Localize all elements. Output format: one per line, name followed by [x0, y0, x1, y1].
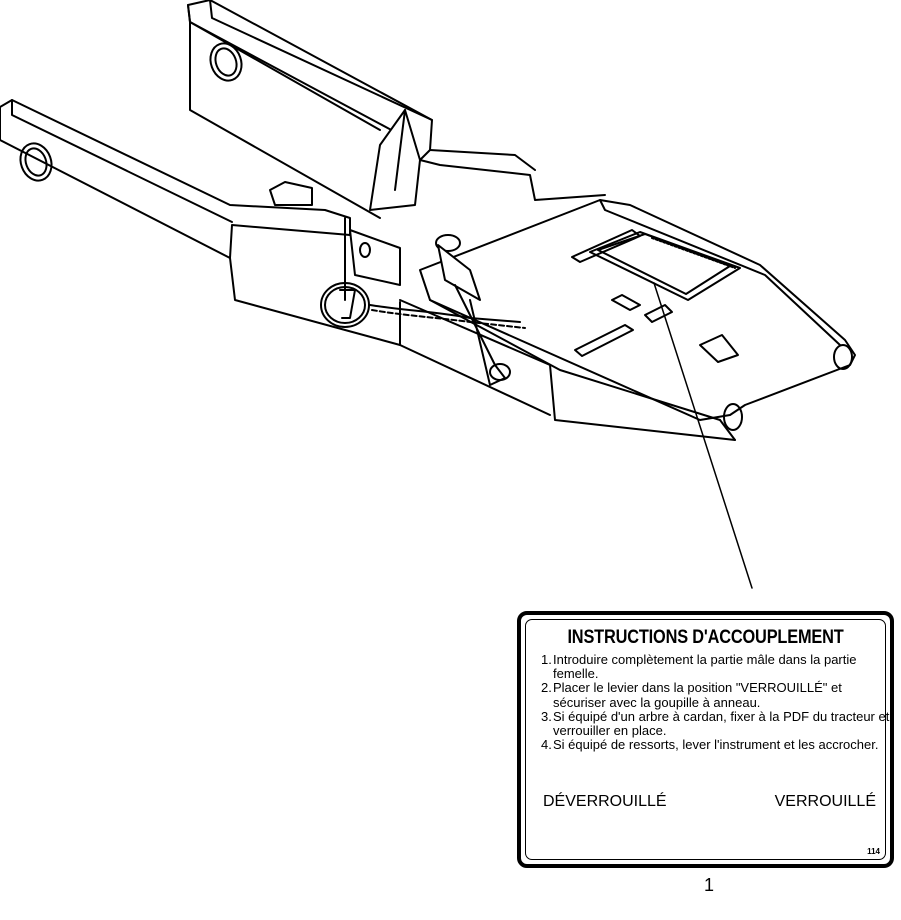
- callout-number: 1: [704, 875, 715, 895]
- decal-step-text: Si équipé de ressorts, lever l'instrumen…: [553, 737, 879, 753]
- decal-step: 2.Placer le levier dans la position "VER…: [541, 680, 842, 710]
- unlocked-label: DÉVERROUILLÉ: [543, 793, 667, 810]
- decal-step-text: Introduire complètement la partie mâle d…: [553, 652, 857, 682]
- rear-arm-hole: [209, 42, 243, 82]
- decal-code: 114: [867, 847, 880, 856]
- decal-step-text: Placer le levier dans la position "VERRO…: [553, 680, 842, 710]
- decal-inner-border: [525, 619, 886, 860]
- front-arm: [0, 99, 401, 346]
- decal-step: 4.Si équipé de ressorts, lever l'instrum…: [541, 737, 879, 753]
- front-arm-hole: [19, 142, 53, 182]
- ring-pin-chain: [320, 282, 526, 329]
- locked-label: VERROUILLÉ: [774, 793, 876, 810]
- tongue-plate: [399, 199, 856, 441]
- decal-step: 1.Introduire complètement la partie mâle…: [541, 652, 857, 682]
- coupling-instructions-decal: INSTRUCTIONS D'ACCOUPLEMENT 1.Introduire…: [517, 611, 894, 868]
- decal-title: INSTRUCTIONS D'ACCOUPLEMENT: [567, 627, 844, 648]
- decal-steps: 1.Introduire complètement la partie mâle…: [541, 652, 891, 753]
- decal-step-text: Si équipé d'un arbre à cardan, fixer à l…: [553, 708, 890, 739]
- leader-line: [653, 282, 753, 589]
- decal-step: 3.Si équipé d'un arbre à cardan, fixer à…: [541, 708, 890, 739]
- cross-brace: [369, 109, 606, 211]
- hitch-lever: [435, 234, 511, 386]
